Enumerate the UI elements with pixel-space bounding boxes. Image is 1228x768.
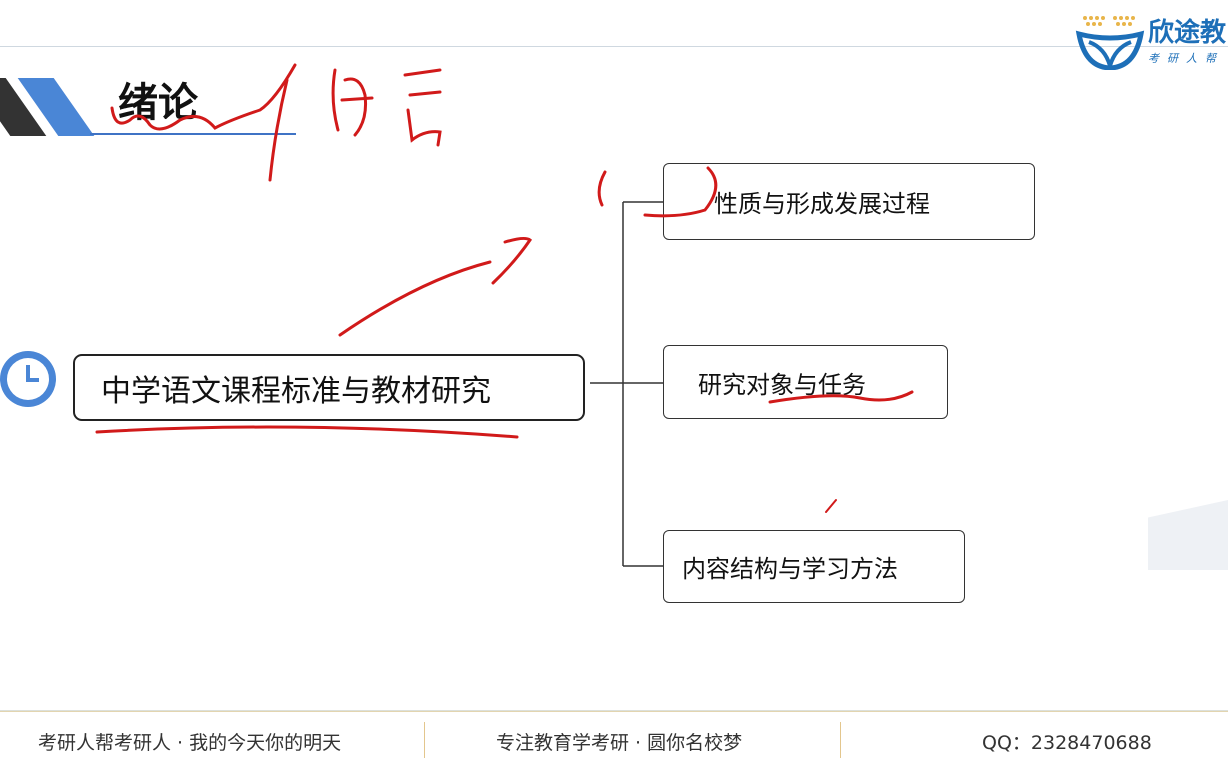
mindmap-root[interactable]: 中学语文课程标准与教材研究 xyxy=(73,354,585,421)
footer-qq: QQ：2328470688 xyxy=(982,732,1152,754)
mindmap-child-objects[interactable]: 研究对象与任务 xyxy=(663,345,948,419)
logo-name: 欣途教 xyxy=(1148,18,1227,48)
header-divider xyxy=(0,46,1228,47)
logo-icon xyxy=(1075,16,1145,71)
clock-icon xyxy=(0,346,62,416)
mindmap-child-structure[interactable]: 内容结构与学习方法 xyxy=(663,530,965,603)
footer-slogan-left: 考研人帮考研人 · 我的今天你的明天 xyxy=(38,732,342,754)
footer-slogan-center: 专注教育学考研 · 圆你名校梦 xyxy=(496,732,743,754)
mindmap-child-nature[interactable]: 性质与形成发展过程 xyxy=(663,163,1035,240)
logo-tagline: 考研人帮 xyxy=(1148,52,1224,65)
footer-divider xyxy=(0,710,1228,712)
footer-separator xyxy=(424,722,425,758)
title-underline xyxy=(90,133,296,135)
logo xyxy=(1075,12,1145,74)
footer-separator xyxy=(840,722,841,758)
